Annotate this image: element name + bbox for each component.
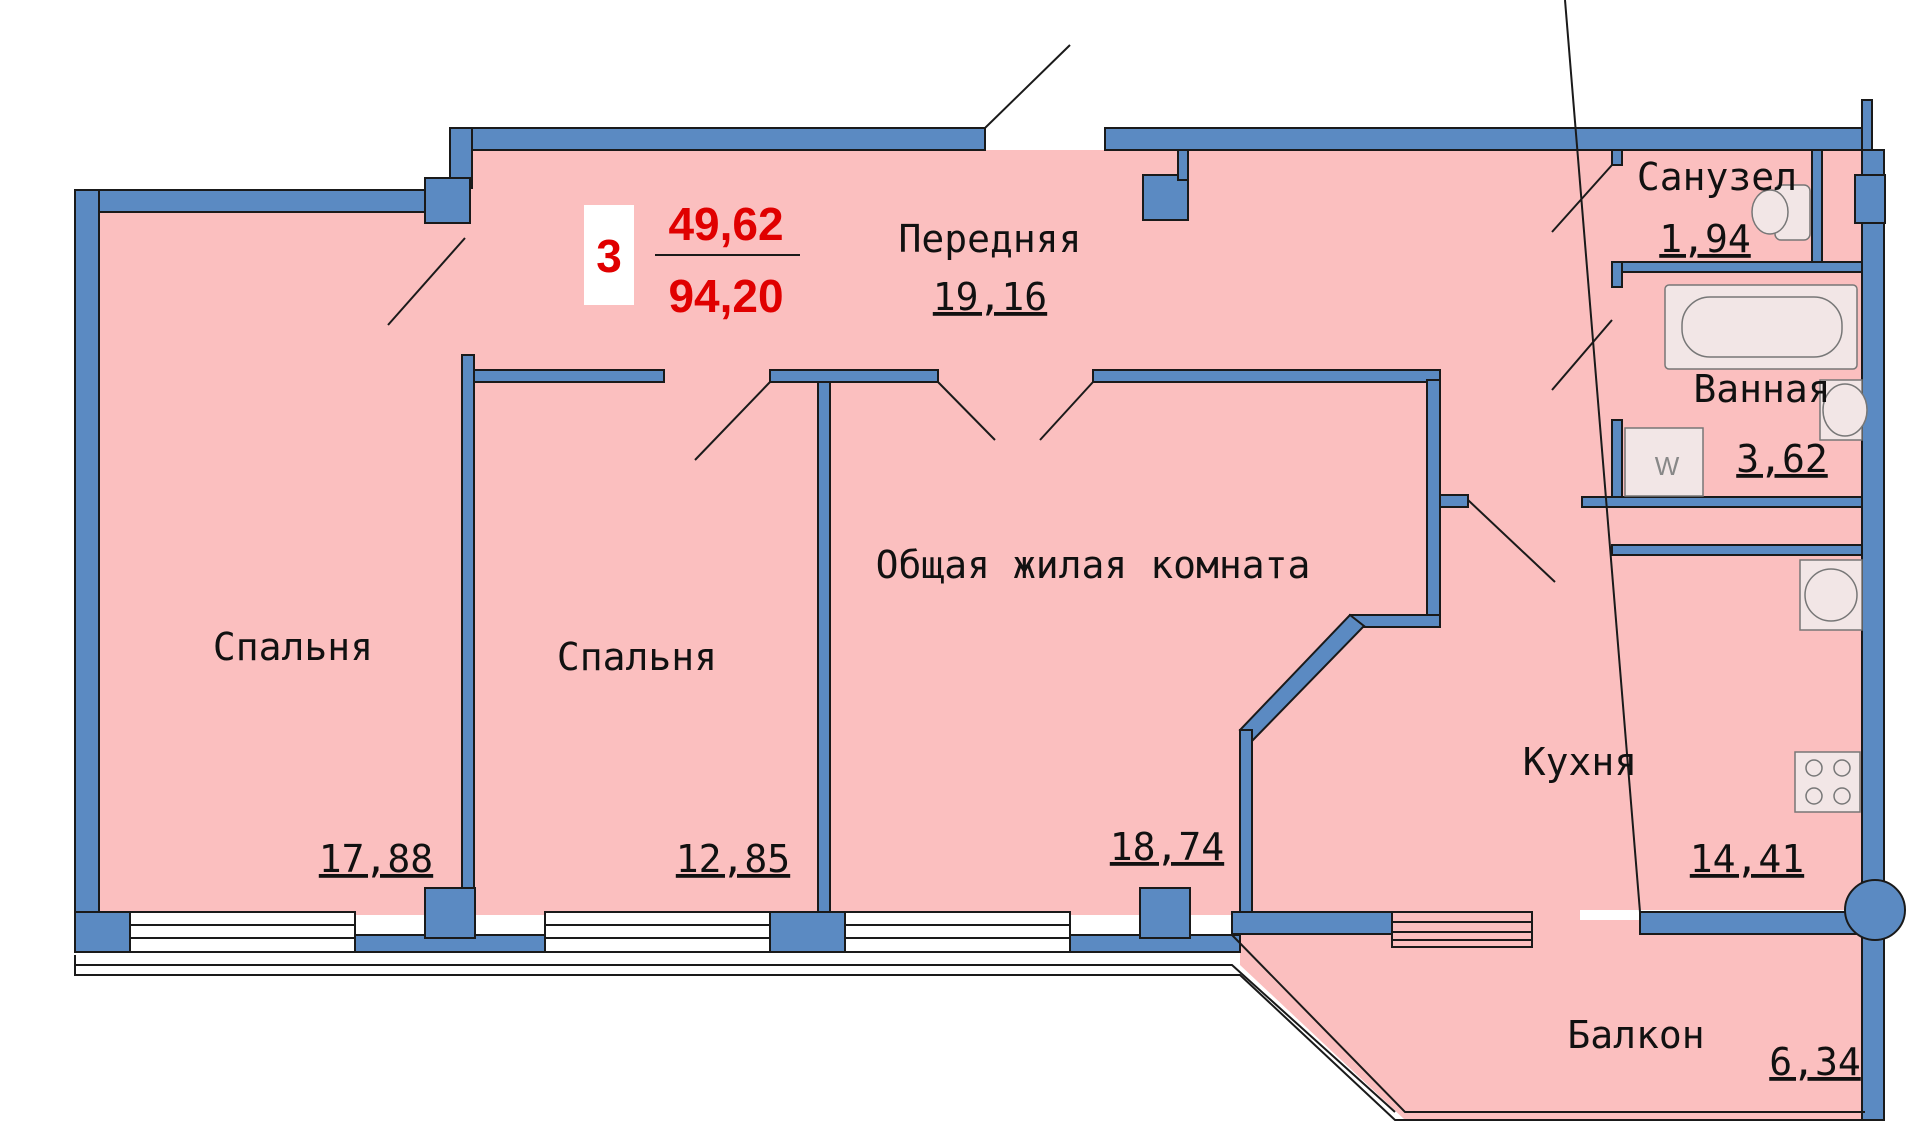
room-area-bedroom2: 12,85 <box>676 837 790 881</box>
room-count: 3 <box>596 230 622 282</box>
svg-text:W: W <box>1655 451 1680 481</box>
room-area-hall: 19,16 <box>933 275 1047 319</box>
bathtub-icon <box>1664 284 1858 370</box>
room-name-balcony: Балкон <box>1567 1013 1704 1057</box>
room-name-bath: Ванная <box>1693 367 1830 411</box>
door-swing-icon <box>387 0 1641 913</box>
room-area-balcony: 6,34 <box>1769 1040 1861 1084</box>
dryer-icon <box>1799 559 1863 631</box>
walls <box>74 99 1906 1121</box>
room-area-wc: 1,94 <box>1659 217 1751 261</box>
room-name-bedroom2: Спальня <box>557 635 717 679</box>
windows <box>74 911 1865 1121</box>
washing-machine-icon: W <box>1624 427 1704 497</box>
room-name-kitchen: Кухня <box>1523 740 1637 784</box>
room-labels: Передняя 19,16 Санузел 1,94 Ванная 3,62 … <box>213 155 1861 1084</box>
room-area-kitchen: 14,41 <box>1690 837 1804 881</box>
room-name-living: Общая жилая комната <box>876 543 1311 587</box>
room-name-wc: Санузел <box>1637 155 1797 199</box>
room-area-bath: 3,62 <box>1736 437 1828 481</box>
room-area-bedroom1: 17,88 <box>319 837 433 881</box>
total-area: 94,20 <box>668 270 783 322</box>
stove-icon <box>1794 751 1861 813</box>
room-name-bedroom1: Спальня <box>213 625 373 669</box>
apartment-summary: 3 49,62 94,20 <box>584 198 800 322</box>
sink-icon <box>1819 379 1868 441</box>
room-name-hall: Передняя <box>898 217 1081 261</box>
living-area: 49,62 <box>668 198 783 250</box>
toilet-icon <box>1751 184 1811 241</box>
room-area-living: 18,74 <box>1110 825 1224 869</box>
